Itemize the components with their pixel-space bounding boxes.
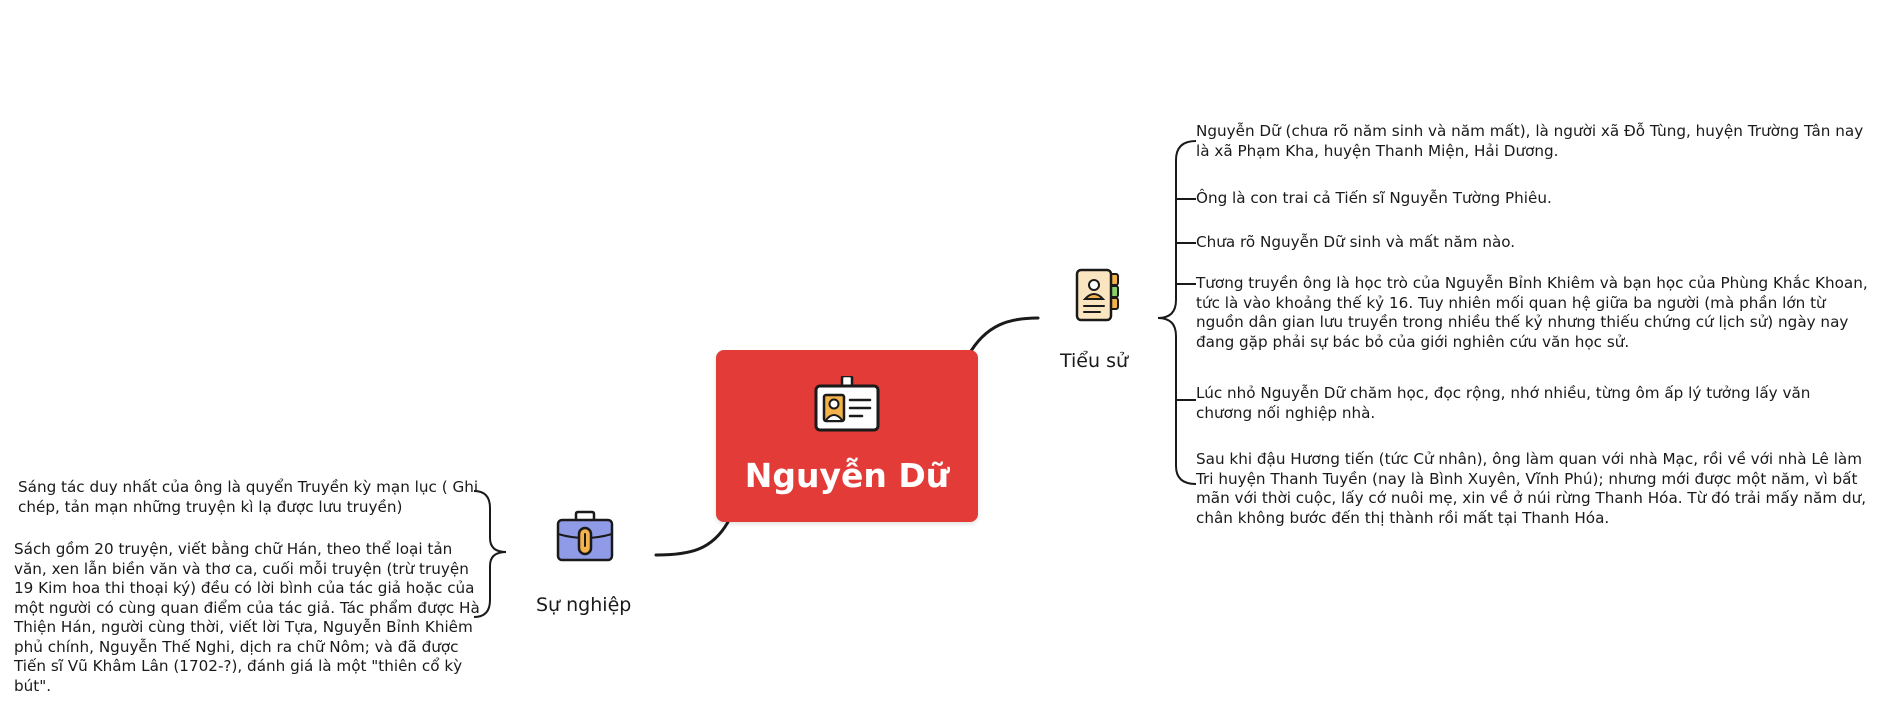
- connector-su-nghiep: [654, 520, 730, 557]
- briefcase-icon: [556, 510, 614, 562]
- central-topic-title: Nguyễn Dữ: [744, 456, 950, 495]
- tieu-su-item[interactable]: Chưa rõ Nguyễn Dữ sinh và mất năm nào.: [1196, 233, 1516, 251]
- tieu-su-item[interactable]: Sau khi đậu Hương tiến (tức Cử nhân), ôn…: [1196, 450, 1867, 527]
- bracket-su-nghiep: [473, 490, 507, 618]
- tieu-su-item[interactable]: Ông là con trai cả Tiến sĩ Nguyễn Tường …: [1196, 189, 1552, 207]
- central-topic[interactable]: Nguyễn Dữ: [716, 350, 978, 522]
- id-card-icon: [814, 376, 880, 432]
- tieu-su-item[interactable]: Tương truyền ông là học trò của Nguyễn B…: [1196, 274, 1868, 351]
- su-nghiep-item[interactable]: Sách gồm 20 truyện, viết bằng chữ Hán, t…: [14, 540, 480, 695]
- tieu-su-item[interactable]: Lúc nhỏ Nguyễn Dữ chăm học, đọc rộng, nh…: [1196, 384, 1811, 422]
- branch-label-su-nghiep: Sự nghiệp: [536, 594, 632, 616]
- branch-label-tieu-su: Tiểu sử: [1060, 350, 1129, 372]
- bracket-tieu-su: [1157, 140, 1197, 485]
- contact-book-icon: [1075, 268, 1119, 322]
- connector-tieu-su: [966, 316, 1040, 358]
- su-nghiep-item[interactable]: Sáng tác duy nhất của ông là quyển Truyề…: [18, 478, 479, 516]
- tieu-su-item[interactable]: Nguyễn Dữ (chưa rõ năm sinh và năm mất),…: [1196, 122, 1864, 160]
